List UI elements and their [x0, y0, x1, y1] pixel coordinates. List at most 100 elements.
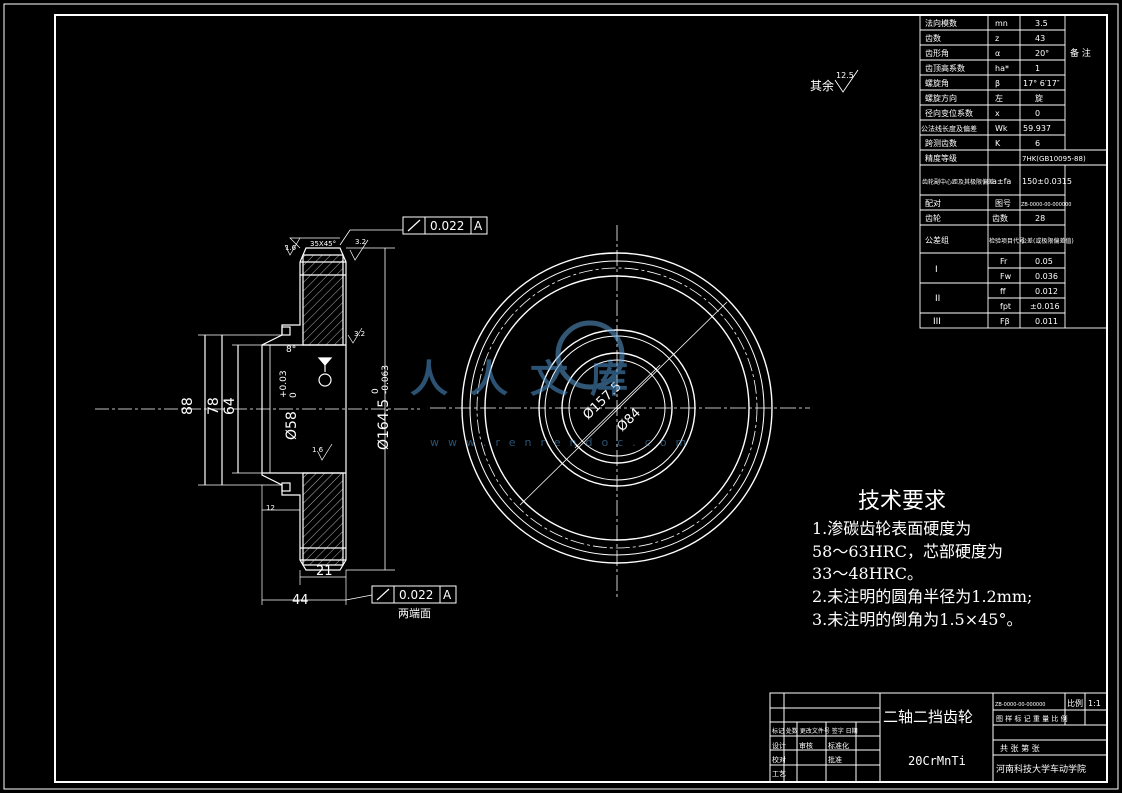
rough-16a: 1.6 [285, 244, 297, 252]
param-val-4: 17° 6′17″ [1023, 79, 1060, 88]
watermark: 人人文库 www.renrendoc.com [410, 320, 695, 449]
tech-line-1: 1.渗碳齿轮表面硬度为 [812, 519, 971, 538]
param-name-2: 齿形角 [925, 48, 949, 58]
dim-12: 12 [266, 504, 275, 512]
param-val-13: 公差(或极限偏差值) [1021, 237, 1074, 245]
param-val-10: 150±0.0315 [1022, 177, 1072, 186]
param-sym-6: x [995, 109, 1000, 118]
param-table [919, 14, 1108, 329]
param-val-11: ZB-0000-00-000000 [1021, 202, 1071, 208]
tech-line-5: 3.未注明的倒角为1.5×45°。 [812, 610, 1022, 629]
param-name-0: 法向模数 [925, 18, 957, 28]
group-0: I [935, 265, 938, 275]
group-1: II [935, 294, 940, 304]
section-view [95, 229, 420, 605]
param-table-text: 法向模数 mn 3.5 齿数 z 43 齿形角 α 20° 备 注 齿顶高系数 … [921, 18, 1091, 327]
dim-angle-8: 8° [286, 345, 296, 355]
rough-32a: 3.2 [355, 238, 366, 246]
group-2: III [933, 317, 941, 327]
dim-88: 88 [180, 397, 196, 415]
dim-bore: Ø58 [284, 411, 300, 440]
group-1-sym-1: fpt [1000, 302, 1011, 311]
runout-top-datum: A [474, 219, 483, 233]
param-name-12: 齿轮 [925, 213, 941, 223]
dim-21: 21 [316, 564, 333, 579]
param-sym-12: 齿数 [992, 213, 1008, 223]
param-name-1: 齿数 [925, 33, 941, 43]
param-sym-3: ha* [995, 64, 1009, 73]
param-sym-1: z [995, 34, 999, 43]
surface-finish-note: 其余 [810, 78, 834, 93]
runout-top-value: 0.022 [430, 219, 464, 233]
front-view [430, 225, 810, 600]
watermark-url: www.renrendoc.com [430, 436, 695, 449]
group-2-val-0: 0.011 [1035, 317, 1058, 326]
tech-line-4: 2.未注明的圆角半径为1.2mm; [812, 587, 1032, 606]
param-val-1: 43 [1035, 34, 1045, 43]
param-name-8: 跨测齿数 [925, 138, 957, 148]
param-name-13: 公差组 [925, 235, 949, 245]
surface-finish-icon [834, 69, 859, 93]
title-block [769, 692, 1108, 783]
dim-tip-dia: Ø164.5 [376, 399, 392, 450]
param-sym-8: K [995, 139, 1001, 148]
param-val-2: 20° [1035, 49, 1049, 58]
checker-label: 校对 [772, 755, 786, 764]
param-sym-7: Wk [995, 124, 1008, 133]
review-label: 审核 [799, 741, 813, 750]
group-0-sym-1: Fw [1000, 272, 1012, 281]
dim-78: 78 [206, 397, 222, 415]
part-name: 二轴二挡齿轮 [883, 708, 973, 726]
param-name-9: 精度等级 [925, 153, 957, 163]
dim-tip-tol-upper: 0 [371, 388, 381, 394]
std-label: 标准化 [828, 741, 849, 750]
tech-title: 技术要求 [858, 489, 946, 514]
outer-frame [3, 3, 1119, 790]
group-2-sym-0: Fβ [1000, 317, 1010, 326]
param-name-11: 配对 [925, 198, 941, 208]
param-sym-11: 图号 [995, 199, 1011, 208]
runout-bottom-note: 两端面 [398, 607, 431, 620]
param-sym-10: a±fa [992, 177, 1011, 186]
dim-44: 44 [292, 593, 309, 608]
title-row-labels: 图 样 标 记 重 量 比 例 [996, 714, 1068, 723]
sheet-info: 共 张 第 张 [1000, 743, 1040, 753]
group-0-val-0: 0.05 [1035, 257, 1053, 266]
part-material: 20CrMnTi [908, 754, 966, 768]
param-name-4: 螺旋角 [925, 78, 949, 88]
tech-requirements: 技术要求 1.渗碳齿轮表面硬度为 58～63HRC，芯部硬度为 33～48HRC… [812, 489, 1032, 629]
group-1-sym-0: ff [1000, 287, 1006, 296]
surface-finish-value: 12.5 [836, 71, 854, 80]
process-label: 工艺 [772, 770, 786, 778]
organization: 河南科技大学车动学院 [996, 763, 1086, 775]
param-val-12: 28 [1035, 214, 1045, 223]
dim-chamfer: 35X45° [310, 240, 336, 248]
runout-arrow-icon [376, 588, 390, 601]
dim-tip-tol-lower: -0.063 [381, 365, 391, 394]
runout-bottom-datum: A [443, 588, 452, 602]
designer-label: 设计 [772, 741, 786, 750]
dim-64: 64 [222, 397, 238, 415]
param-val-3: 1 [1035, 64, 1040, 73]
param-note-label: 备 注 [1070, 47, 1091, 59]
param-val-8: 6 [1035, 139, 1040, 148]
param-name-3: 齿顶高系数 [925, 63, 965, 73]
param-sym-0: mn [995, 19, 1008, 28]
approve-label: 批准 [828, 755, 842, 764]
group-1-val-0: 0.012 [1035, 287, 1058, 296]
tech-line-3: 33～48HRC。 [812, 564, 923, 583]
runout-frame-top: 0.022 A [402, 216, 488, 235]
param-val-9: 7HK(GB10095-88) [1022, 155, 1086, 163]
watermark-text: 人人文库 [410, 357, 650, 401]
dim-bore-tol-lower: 0 [289, 392, 299, 398]
param-val-5: 旋 [1035, 93, 1043, 103]
scale-label: 比例 [1067, 698, 1083, 708]
tech-line-2: 58～63HRC，芯部硬度为 [812, 542, 1003, 561]
param-sym-2: α [995, 49, 1000, 58]
param-name-7: 公法线长度及偏差 [921, 124, 977, 133]
param-val-7: 59.937 [1023, 124, 1051, 133]
param-sym-13: 检验项目代号 [989, 237, 1025, 245]
revision-headers: 标记 处数 更改文件号 签字 日期 [772, 727, 858, 735]
